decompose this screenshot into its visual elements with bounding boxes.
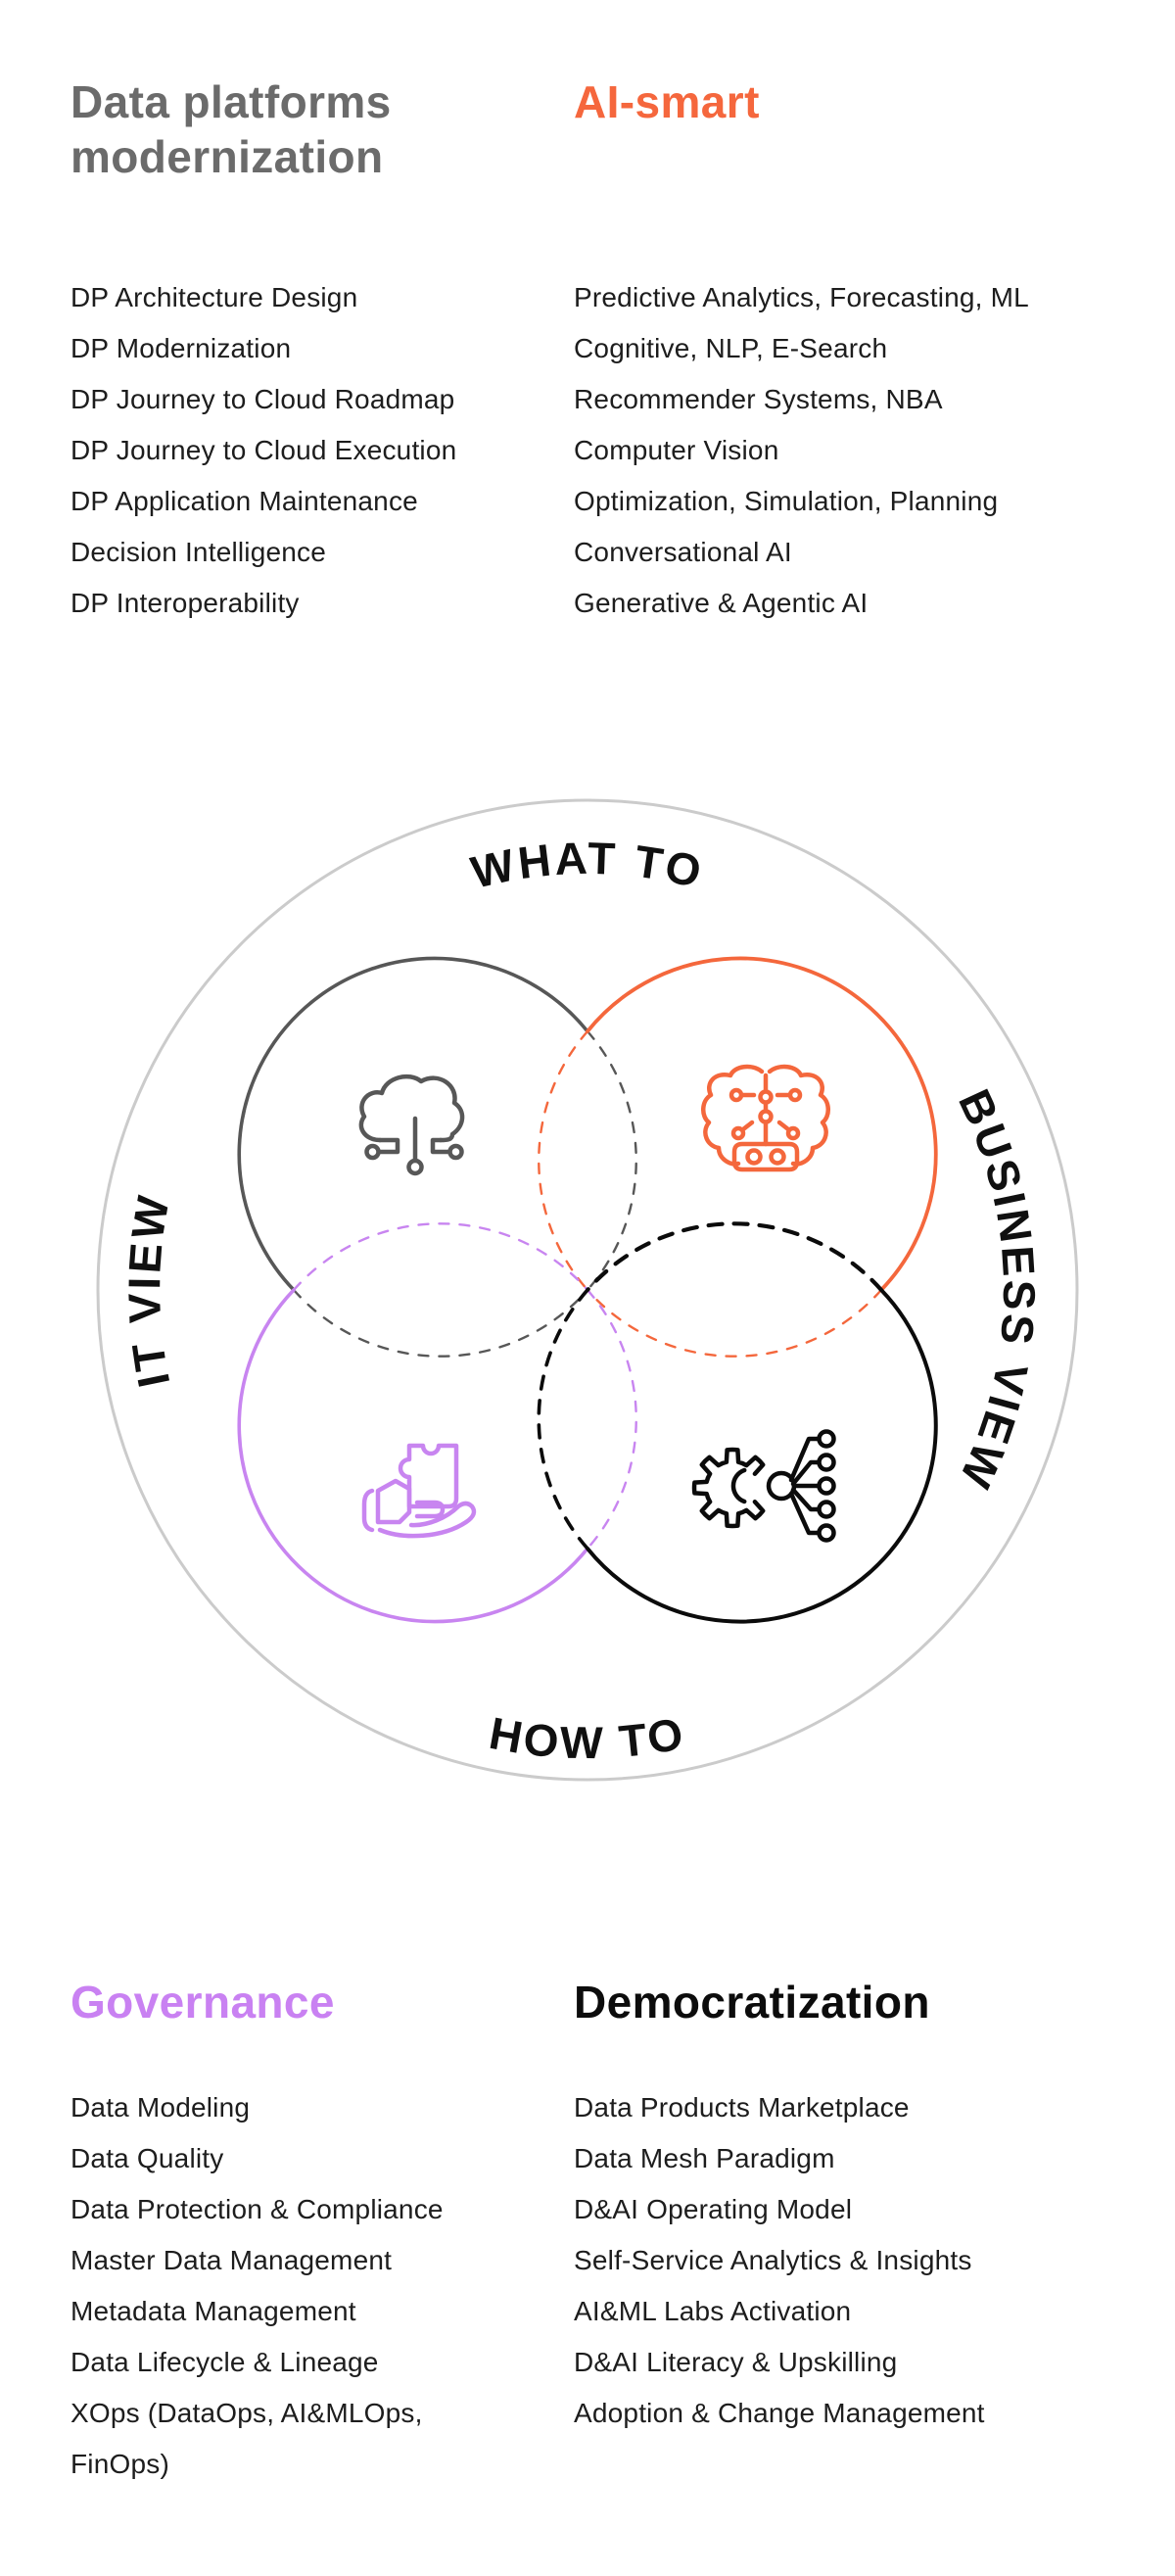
list-item: Master Data Management <box>70 2245 393 2275</box>
ai-circle-dashed-arc <box>538 1029 589 1292</box>
section-title-democratization: Democratization <box>574 1977 930 2027</box>
ai-circle-group <box>538 956 938 1358</box>
hand-puzzle-icon <box>361 1443 477 1539</box>
democratization-list: Data Products Marketplace Data Mesh Para… <box>574 2082 1161 2439</box>
governance-circle-solid-arc <box>237 1288 589 1624</box>
ai-circle-solid-arc <box>586 956 938 1292</box>
list-item: Data Lifecycle & Lineage <box>70 2347 379 2377</box>
gear-network-icon <box>691 1429 836 1543</box>
section-title-data-platforms: Data platforms modernization <box>70 76 392 183</box>
data-platforms-list: DP Architecture Design DP Modernization … <box>70 272 531 629</box>
axis-label-how-to: HOW TO <box>486 1707 689 1768</box>
list-item: Self-Service Analytics & Insights <box>574 2245 972 2275</box>
list-item: Predictive Analytics, Forecasting, ML <box>574 282 1029 312</box>
axis-label-it-view-text: IT VIEW <box>118 1190 177 1392</box>
democratization-circle-dashed-arc <box>585 1221 884 1293</box>
list-item: Data Modeling <box>70 2092 251 2123</box>
it-circle-dashed-arc <box>586 1029 637 1292</box>
section-title-governance: Governance <box>70 1977 335 2027</box>
ai-brain-icon <box>701 1064 830 1172</box>
list-item: Recommender Systems, NBA <box>574 384 943 414</box>
list-item: DP Modernization <box>70 333 292 363</box>
axis-label-what-to: WHAT TO <box>466 833 708 898</box>
governance-list: Data Modeling Data Quality Data Protecti… <box>70 2082 462 2490</box>
it-circle-dashed-arc <box>292 1288 589 1358</box>
axis-label-business-view: BUSINESS VIEW <box>949 1081 1045 1498</box>
list-item: Data Protection & Compliance <box>70 2194 444 2224</box>
list-item: DP Journey to Cloud Roadmap <box>70 384 455 414</box>
list-item: DP Journey to Cloud Execution <box>70 435 457 465</box>
list-item: Data Quality <box>70 2143 224 2173</box>
venn-diagram: WHAT TO BUSINESS VIEW HOW TO IT VIEW <box>96 798 1079 1782</box>
governance-circle-dashed-arc <box>292 1222 589 1292</box>
list-item: D&AI Operating Model <box>574 2194 853 2224</box>
democratization-circle-group <box>537 1221 938 1624</box>
it-circle-group <box>237 956 637 1358</box>
list-item: Conversational AI <box>574 537 792 567</box>
list-item: Data Products Marketplace <box>574 2092 910 2123</box>
axis-label-how-to-text: HOW TO <box>486 1707 686 1768</box>
list-item: Cognitive, NLP, E-Search <box>574 333 888 363</box>
democratization-circle-dashed-arc <box>537 1288 589 1550</box>
list-item: Adoption & Change Management <box>574 2398 985 2428</box>
it-circle-solid-arc <box>237 956 589 1292</box>
list-item: Computer Vision <box>574 435 779 465</box>
list-item: Metadata Management <box>70 2296 356 2326</box>
list-item: AI&ML Labs Activation <box>574 2296 852 2326</box>
list-item: Generative & Agentic AI <box>574 588 869 618</box>
axis-label-what-to-text: WHAT TO <box>466 833 705 898</box>
list-item: Optimization, Simulation, Planning <box>574 486 999 516</box>
list-item: DP Interoperability <box>70 588 300 618</box>
cloud-network-icon <box>358 1073 465 1176</box>
section-title-ai-smart: AI-smart <box>574 76 760 127</box>
ai-smart-list: Predictive Analytics, Forecasting, ML Co… <box>574 272 1152 629</box>
list-item: DP Architecture Design <box>70 282 358 312</box>
axis-label-business-view-text: BUSINESS VIEW <box>949 1081 1042 1498</box>
governance-circle-group <box>237 1222 637 1624</box>
democratization-circle-solid-arc <box>586 1288 938 1624</box>
list-item: XOps (DataOps, AI&MLOps, FinOps) <box>70 2398 423 2479</box>
list-item: D&AI Literacy & Upskilling <box>574 2347 898 2377</box>
list-item: Data Mesh Paradigm <box>574 2143 835 2173</box>
axis-label-it-view: IT VIEW <box>118 1190 180 1392</box>
ai-circle-dashed-arc <box>586 1288 883 1358</box>
governance-circle-dashed-arc <box>586 1288 637 1550</box>
outer-ring <box>96 798 1079 1782</box>
list-item: Decision Intelligence <box>70 537 327 567</box>
list-item: DP Application Maintenance <box>70 486 418 516</box>
